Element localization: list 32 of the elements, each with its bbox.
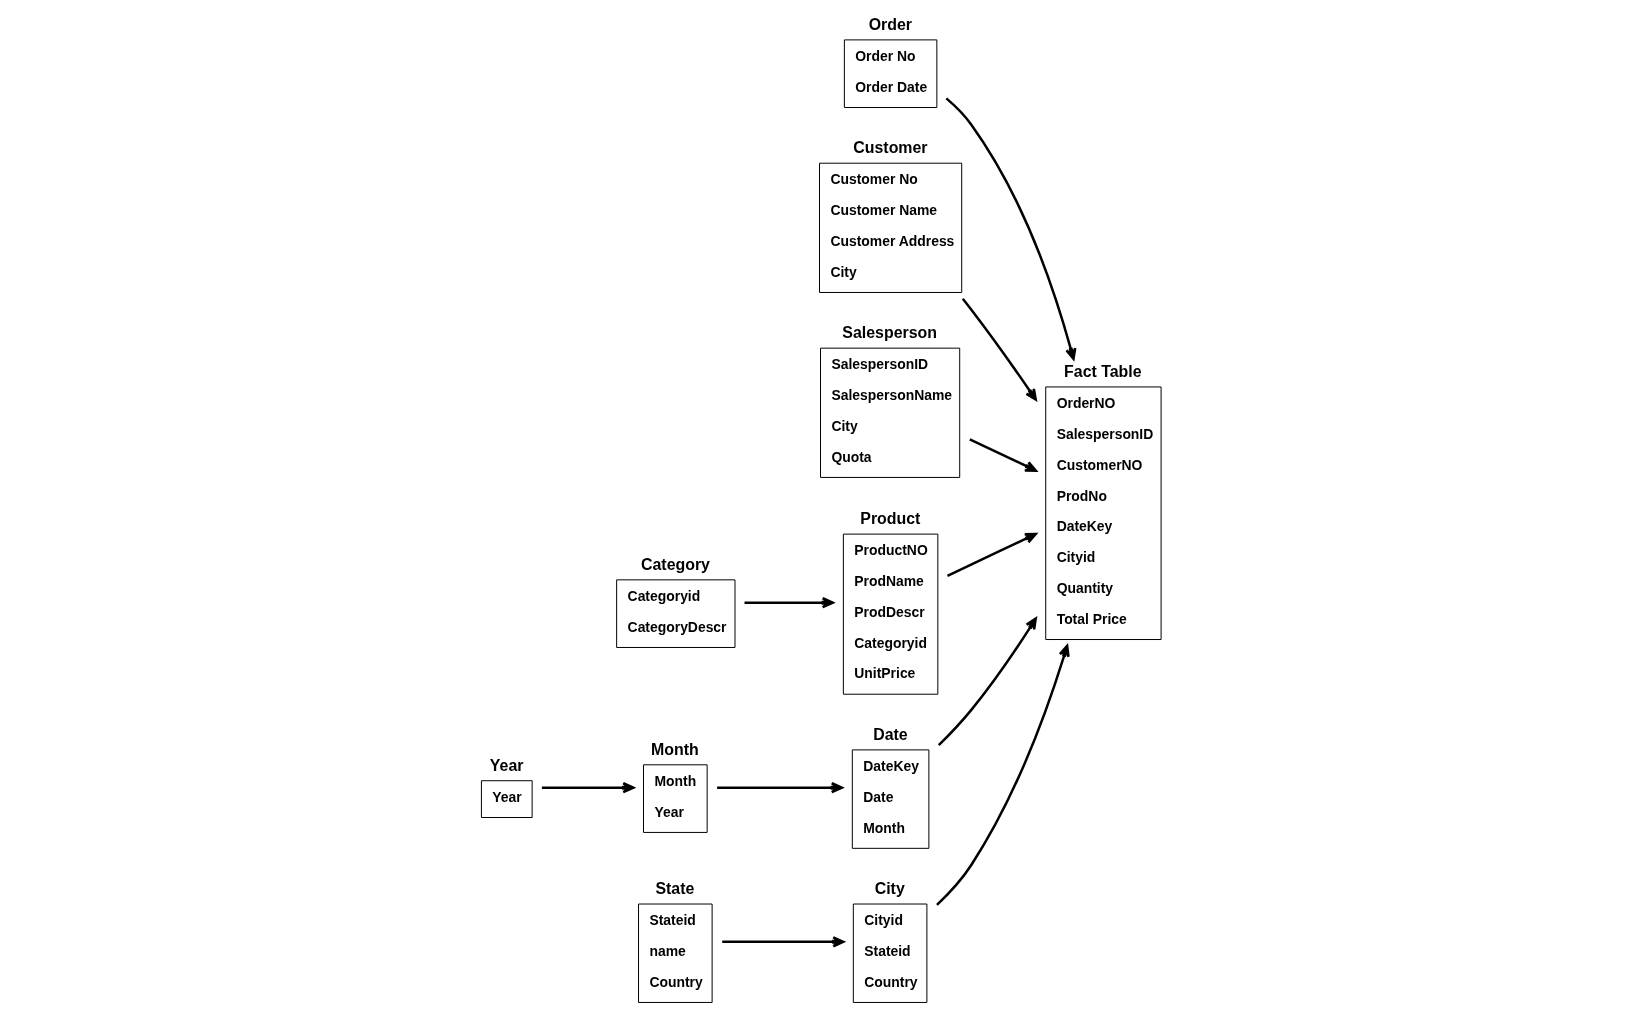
node-box: Month Year [643,764,708,833]
arrow [961,297,1037,401]
node-label: Month [650,740,699,758]
node-box: Order No Order Date [843,39,938,108]
node-label: Order [868,15,913,33]
node-box: ProductNO ProdName ProdDescr Categoryid UnitPrice [842,533,939,695]
node-label: Salesperson [842,324,937,342]
node-label: City [874,879,905,897]
arrow [541,781,635,794]
arrow [969,438,1038,472]
arrow [946,532,1037,578]
node-box: Stateid name Country [638,903,713,1003]
arrow [722,936,845,948]
node-label: Date [873,725,908,743]
arrow [744,597,834,609]
node-box: DateKey Date Month [851,749,930,849]
node-label: Customer [853,139,928,157]
node-label: Year [489,756,524,774]
node-label: Category [641,555,710,573]
node-label: Fact Table [1064,362,1142,380]
node-box: Categoryid CategoryDescr [616,579,736,648]
arrow [937,617,1037,747]
node-box: SalespersonID SalespersonName City Quota [820,347,961,478]
arrow [936,644,1070,906]
node-box: OrderNO SalespersonID CustomerNO ProdNo DateKey Cityid Quantity Total Price [1045,386,1162,640]
node-label: Product [860,509,921,527]
node-label: State [655,879,695,897]
node-box: Customer No Customer Name Customer Address City [819,162,963,293]
arrow [717,781,844,794]
node-box: Cityid Stateid Country [852,903,928,1003]
node-box: Year [480,780,533,818]
arrow [945,97,1077,361]
